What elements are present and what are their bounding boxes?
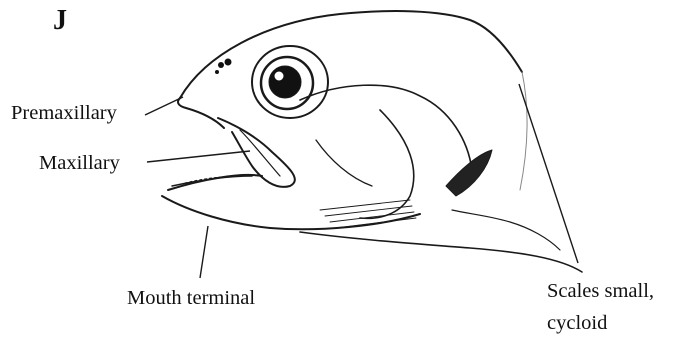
gill-cover-edge xyxy=(360,110,414,218)
head-dorsal-outline xyxy=(180,11,522,98)
maxillary-leader xyxy=(147,151,250,162)
premaxillary-label: Premaxillary xyxy=(11,101,117,125)
throat-outline xyxy=(300,232,582,272)
eye xyxy=(252,46,328,118)
scales-label-line-1: Scales small, xyxy=(547,275,654,307)
scales-label: Scales small, cycloid xyxy=(547,275,654,339)
premaxillary-leader xyxy=(145,97,183,115)
mouth-leader xyxy=(200,226,208,278)
nostril xyxy=(215,59,232,75)
mouth-terminal-label: Mouth terminal xyxy=(127,286,255,310)
branchiostegal-rays xyxy=(320,200,416,228)
pectoral-area xyxy=(452,210,560,250)
snout-outline xyxy=(178,98,224,128)
preopercle xyxy=(316,140,372,186)
scales-leader xyxy=(519,84,578,263)
lower-jaw-outline xyxy=(162,175,420,229)
scales-label-line-2: cycloid xyxy=(547,307,654,339)
operculum-outline xyxy=(300,85,472,170)
maxillary-label: Maxillary xyxy=(39,151,120,175)
